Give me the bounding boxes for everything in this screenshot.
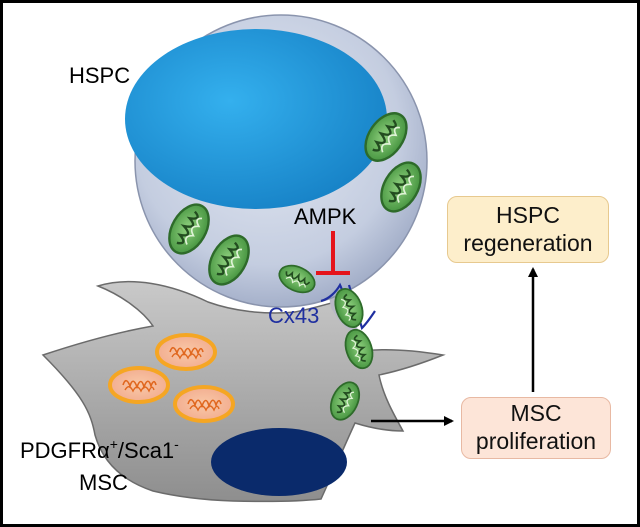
msc-proliferation-line2: proliferation bbox=[475, 428, 597, 454]
sca1-sup-minus: - bbox=[174, 436, 179, 452]
ampk-label: AMPK bbox=[294, 204, 357, 229]
sca1-text: /Sca1 bbox=[117, 438, 175, 463]
msc-label: MSC bbox=[79, 470, 128, 495]
msc-nucleus bbox=[211, 428, 347, 496]
pdgfr-sup-plus: + bbox=[109, 436, 118, 452]
msc-proliferation-line1: MSC bbox=[510, 400, 562, 427]
hspc-regeneration-box: HSPC regeneration bbox=[447, 196, 609, 263]
pdgfr-sca1-label: PDGFRα+/Sca1- bbox=[20, 436, 179, 463]
mitochondrion-orange bbox=[173, 385, 235, 423]
diagram-art bbox=[41, 14, 538, 503]
msc-proliferation-box: MSC proliferation bbox=[461, 397, 611, 459]
hspc-label: HSPC bbox=[69, 63, 131, 88]
pdgfr-prefix: PDGFRα bbox=[20, 438, 110, 463]
cx43-label: Cx43 bbox=[268, 303, 320, 328]
mitochondrion-orange bbox=[155, 333, 217, 371]
hspc-nucleus bbox=[125, 29, 387, 209]
hspc-regeneration-line2: regeneration bbox=[463, 229, 593, 256]
hspc-regeneration-line1: HSPC bbox=[496, 201, 560, 228]
mitochondrion-orange bbox=[108, 366, 170, 404]
msc-cell-body bbox=[41, 280, 446, 503]
